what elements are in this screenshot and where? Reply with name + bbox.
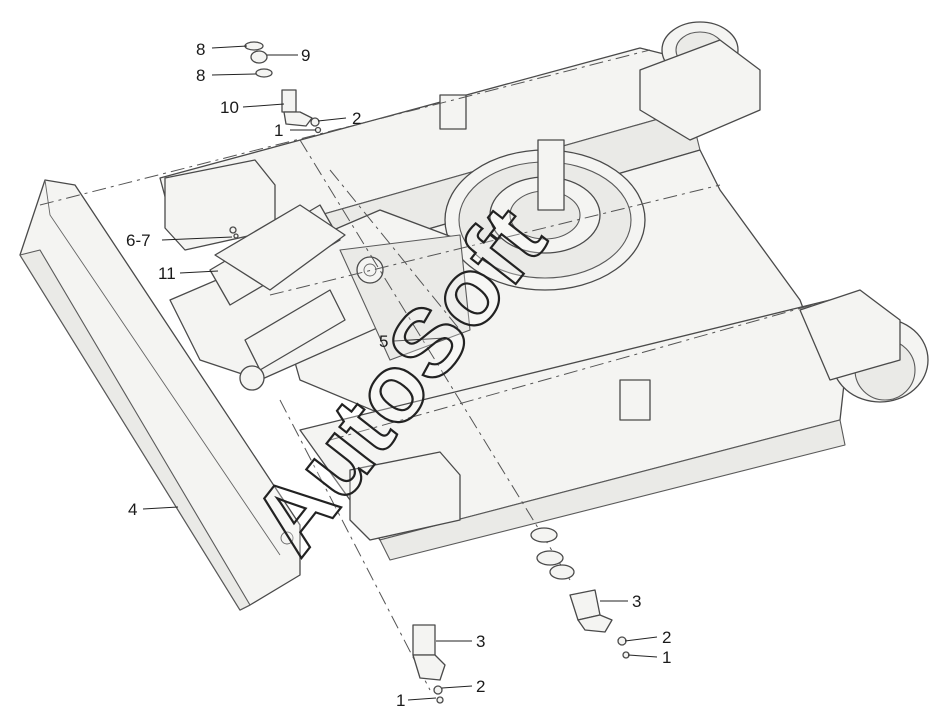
dozer-blade [19, 179, 301, 611]
callout-1-right: 1 [662, 648, 671, 667]
pin-assembly-bottom [412, 624, 446, 704]
callout-leaders [142, 45, 658, 701]
callout-1-bottom: 1 [396, 691, 405, 710]
callout-2-bottom: 2 [476, 677, 485, 696]
bracket-plate-11 [214, 204, 346, 291]
callout-labels: 8 9 8 10 2 1 6-7 11 5 4 3 2 1 3 2 1 [126, 40, 671, 710]
callout-8-lower: 8 [196, 66, 205, 85]
callout-2-top: 2 [352, 109, 361, 128]
assembly-centerlines [39, 49, 831, 691]
blade-arm [169, 209, 471, 381]
callout-1-top: 1 [274, 121, 283, 140]
callout-9: 9 [301, 46, 310, 65]
frame-bracket-upper [439, 94, 467, 130]
callout-4: 4 [128, 500, 137, 519]
pin-assembly-right [569, 589, 630, 659]
callout-11: 11 [158, 264, 176, 283]
callout-10: 10 [220, 98, 239, 117]
washers-lower [530, 527, 575, 580]
pin-assembly-top [244, 41, 322, 134]
frame-bracket-lower [619, 379, 651, 421]
drive-sprocket-rear [639, 21, 761, 141]
callout-6-7: 6-7 [126, 231, 151, 250]
callout-2-right: 2 [662, 628, 671, 647]
callout-3-bottom: 3 [476, 632, 485, 651]
callout-8-top: 8 [196, 40, 205, 59]
callout-3-right: 3 [632, 592, 641, 611]
callout-5: 5 [379, 332, 388, 351]
drive-sprocket-front [799, 289, 929, 403]
